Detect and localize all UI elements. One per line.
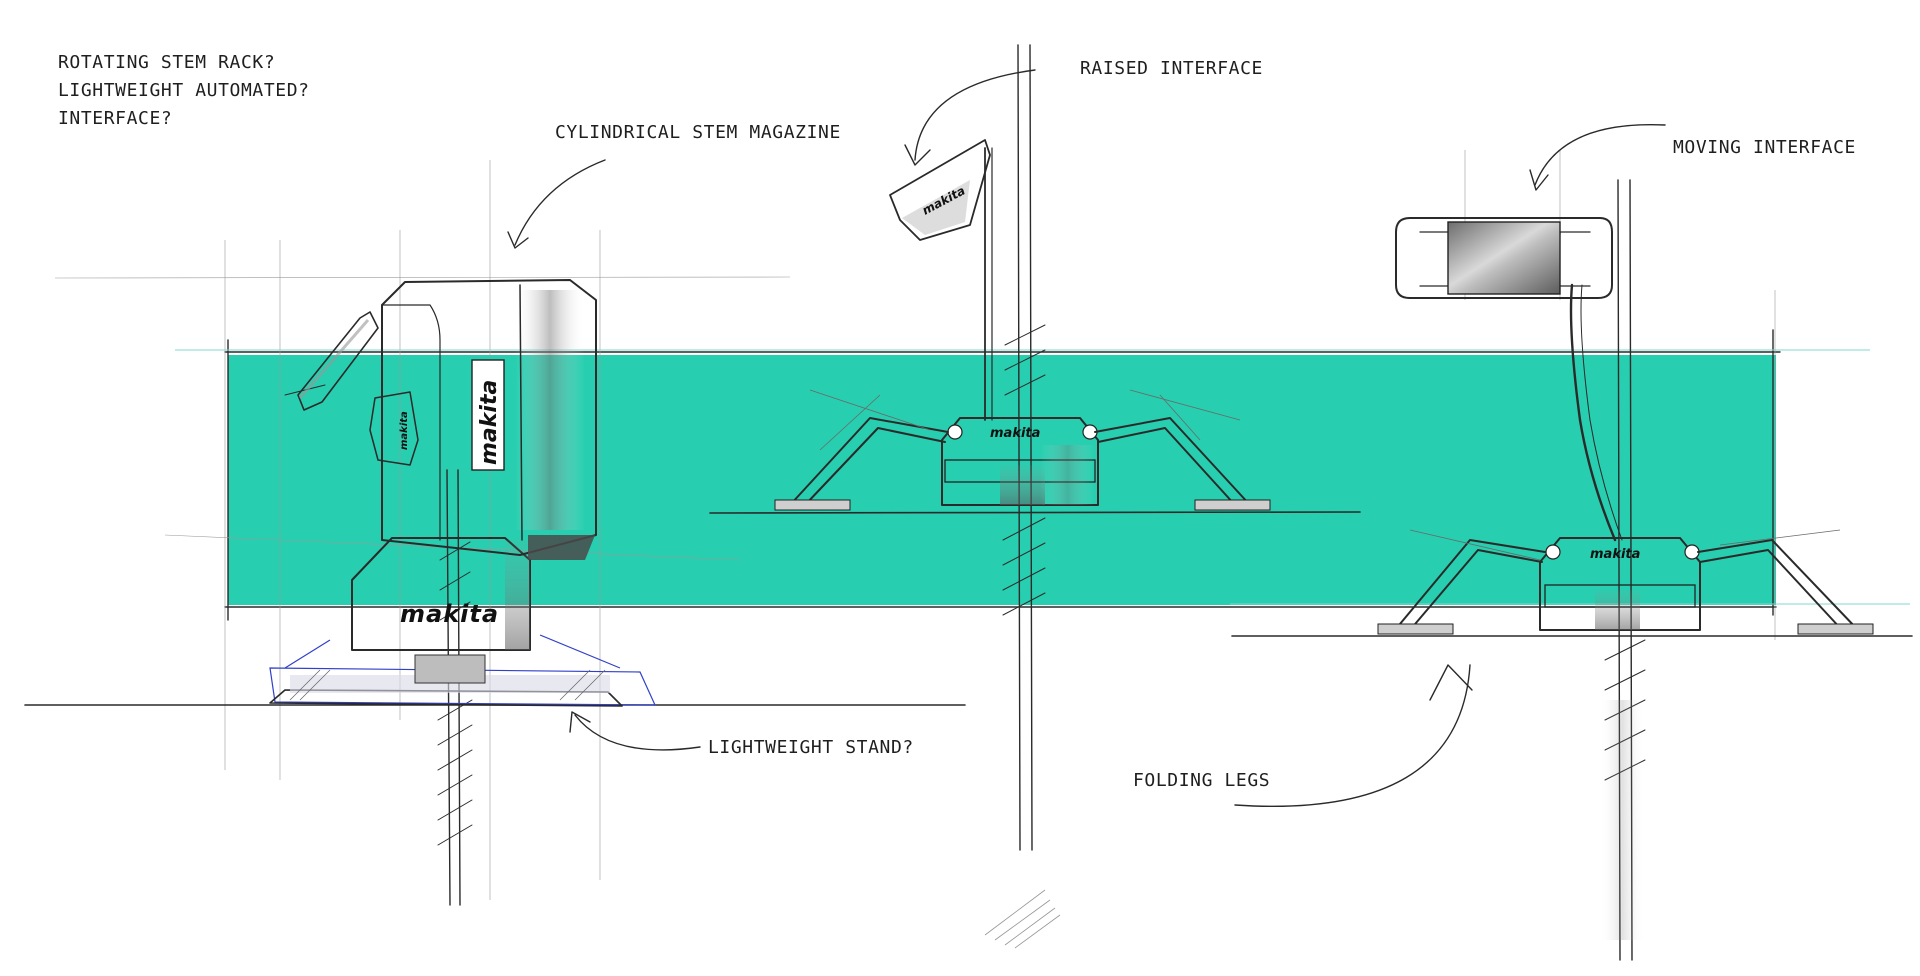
left-concept-unit: makita makita makita xyxy=(269,279,656,906)
brand-logo-lower-left: makita xyxy=(400,600,499,628)
label-raised-interface: RAISED INTERFACE xyxy=(1080,58,1263,79)
middle-concept-unit: makita makita xyxy=(774,44,1271,949)
brand-logo-hub-middle: makita xyxy=(990,426,1040,441)
label-folding-legs: FOLDING LEGS xyxy=(1133,770,1270,791)
band-edge-lines xyxy=(224,329,1781,621)
note-lightweight-automated: LIGHTWEIGHT AUTOMATED? xyxy=(58,80,310,101)
label-lightweight-stand: LIGHTWEIGHT STAND? xyxy=(708,737,914,758)
right-concept-unit: makita xyxy=(1377,179,1874,961)
brand-logo-pod-left: makita xyxy=(399,411,410,450)
brand-logo-hub-right: makita xyxy=(1590,547,1640,562)
label-moving-interface: MOVING INTERFACE xyxy=(1673,137,1856,158)
note-interface: INTERFACE? xyxy=(58,108,172,129)
note-rotating-stem-rack: ROTATING STEM RACK? xyxy=(58,52,275,73)
annotation-arrows xyxy=(507,69,1666,807)
label-cylindrical-stem-magazine: CYLINDRICAL STEM MAGAZINE xyxy=(555,122,841,143)
brand-logo-upper-left: makita xyxy=(477,380,502,465)
